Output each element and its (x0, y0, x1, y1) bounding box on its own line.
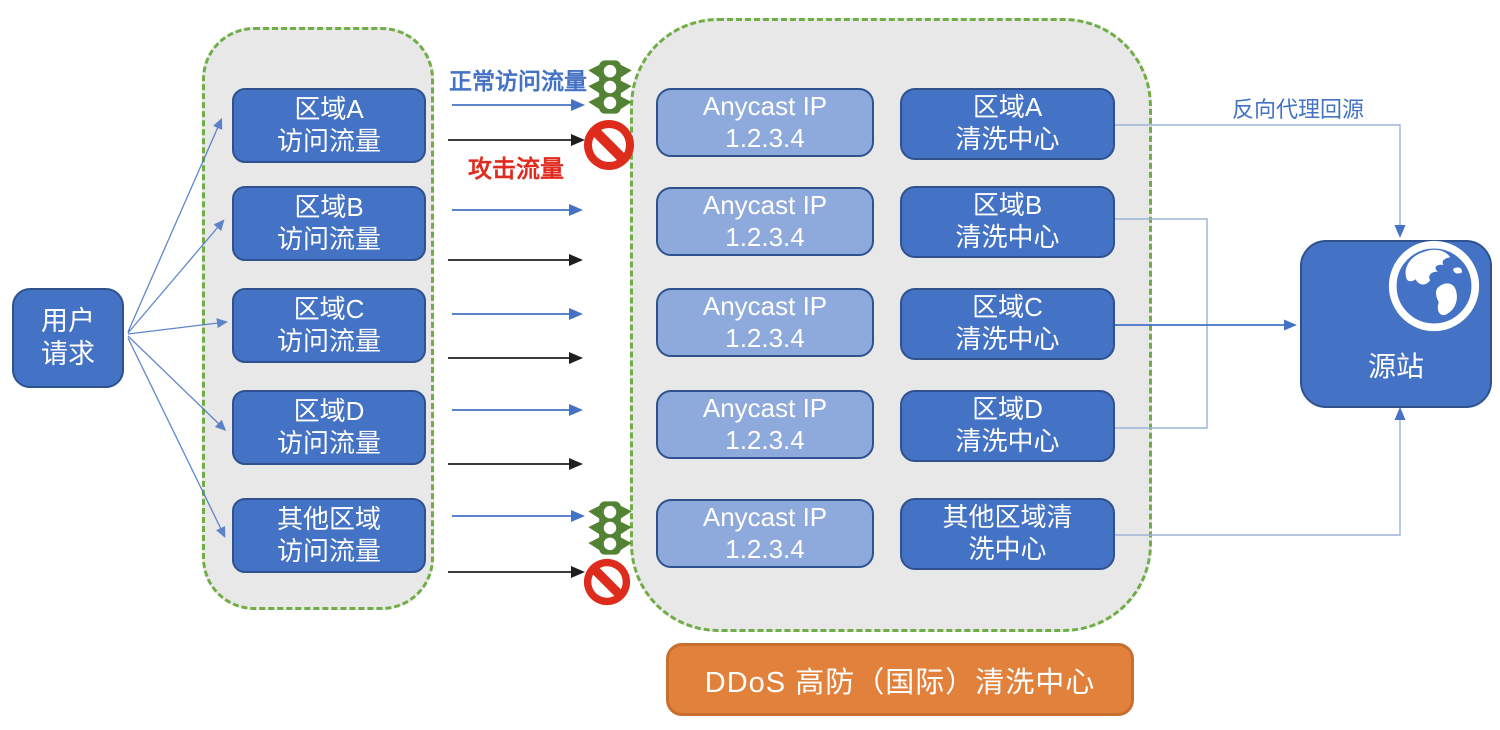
user-request-line1: 用户 (41, 306, 95, 337)
region-a-cleaning-center-box: 区域A 清洗中心 (900, 88, 1115, 160)
attack-traffic-label: 攻击流量 (468, 156, 564, 183)
connector-region-a-to-origin (1114, 124, 1406, 238)
cleaning-center-line1: 区域B (972, 190, 1043, 221)
cleaning-center-line1: 区域C (972, 292, 1043, 323)
region-d-access-line1: 区域D (293, 395, 365, 426)
other-region-access-line1: 其他区域 (276, 503, 381, 534)
anycast-ip-box-1: Anycast IP 1.2.3.4 (656, 88, 874, 157)
other-region-access-box: 其他区域 访问流量 (232, 498, 426, 573)
anycast-ip-box-2: Anycast IP 1.2.3.4 (656, 187, 874, 256)
user-request-box: 用户 请求 (12, 288, 124, 388)
anycast-ip-value: 1.2.3.4 (725, 533, 805, 564)
region-b-cleaning-center-box: 区域B 清洗中心 (900, 186, 1115, 258)
traffic-light-icon (588, 501, 632, 555)
reverse-proxy-label: 反向代理回源 (1232, 97, 1365, 122)
region-b-access-line2: 访问流量 (276, 223, 381, 254)
region-d-cleaning-center-box: 区域D 清洗中心 (900, 390, 1115, 462)
normal-traffic-label: 正常访问流量 (449, 68, 587, 94)
region-a-access-box: 区域A 访问流量 (232, 88, 426, 163)
connector-other-region-to-origin (1114, 407, 1406, 536)
attack-traffic-arrows (448, 134, 585, 578)
cleaning-center-line2: 清洗中心 (955, 426, 1060, 456)
region-c-access-box: 区域C 访问流量 (232, 288, 426, 363)
region-d-access-line2: 访问流量 (276, 427, 381, 458)
region-a-access-line1: 区域A (294, 93, 364, 124)
anycast-label: Anycast IP (702, 392, 828, 423)
cleaning-center-line2: 清洗中心 (955, 124, 1060, 154)
origin-site-box: 源站 (1300, 240, 1492, 408)
cleaning-center-line1: 区域A (972, 92, 1043, 123)
cleaning-center-line1: 区域D (972, 394, 1043, 425)
region-b-access-box: 区域B 访问流量 (232, 186, 426, 261)
user-request-line2: 请求 (41, 339, 95, 369)
anycast-label: Anycast IP (702, 90, 828, 121)
ddos-scrubbing-banner: DDoS 高防（国际）清洗中心 (666, 643, 1134, 716)
cleaning-center-line1: 其他区域清 (942, 502, 1073, 533)
anycast-label: Anycast IP (702, 290, 828, 321)
cleaning-center-line2: 清洗中心 (955, 222, 1060, 252)
region-c-access-line1: 区域C (293, 293, 365, 324)
anycast-ip-box-3: Anycast IP 1.2.3.4 (656, 288, 874, 357)
anycast-ip-value: 1.2.3.4 (725, 122, 805, 153)
traffic-light-icon (588, 60, 632, 114)
cleaning-center-line2: 洗中心 (968, 534, 1047, 564)
region-d-access-box: 区域D 访问流量 (232, 390, 426, 465)
anycast-ip-box-5: Anycast IP 1.2.3.4 (656, 499, 874, 568)
region-a-access-line2: 访问流量 (276, 125, 381, 156)
anycast-ip-value: 1.2.3.4 (725, 221, 805, 252)
anycast-ip-box-4: Anycast IP 1.2.3.4 (656, 390, 874, 459)
other-region-access-line2: 访问流量 (276, 535, 381, 566)
origin-site-label: 源站 (1367, 350, 1424, 382)
other-region-cleaning-center-box: 其他区域清 洗中心 (900, 498, 1115, 570)
region-c-access-line2: 访问流量 (276, 325, 381, 356)
no-entry-icon (584, 120, 634, 170)
anycast-ip-value: 1.2.3.4 (725, 424, 805, 455)
region-c-cleaning-center-box: 区域C 清洗中心 (900, 288, 1115, 360)
cleaning-center-line2: 清洗中心 (955, 324, 1060, 354)
no-entry-icon (583, 558, 631, 606)
anycast-label: Anycast IP (702, 189, 828, 220)
anycast-label: Anycast IP (702, 501, 828, 532)
region-b-access-line1: 区域B (294, 191, 364, 222)
ddos-banner-label: DDoS 高防（国际）清洗中心 (704, 666, 1096, 699)
anycast-ip-value: 1.2.3.4 (725, 322, 805, 353)
globe-icon (1388, 240, 1480, 332)
